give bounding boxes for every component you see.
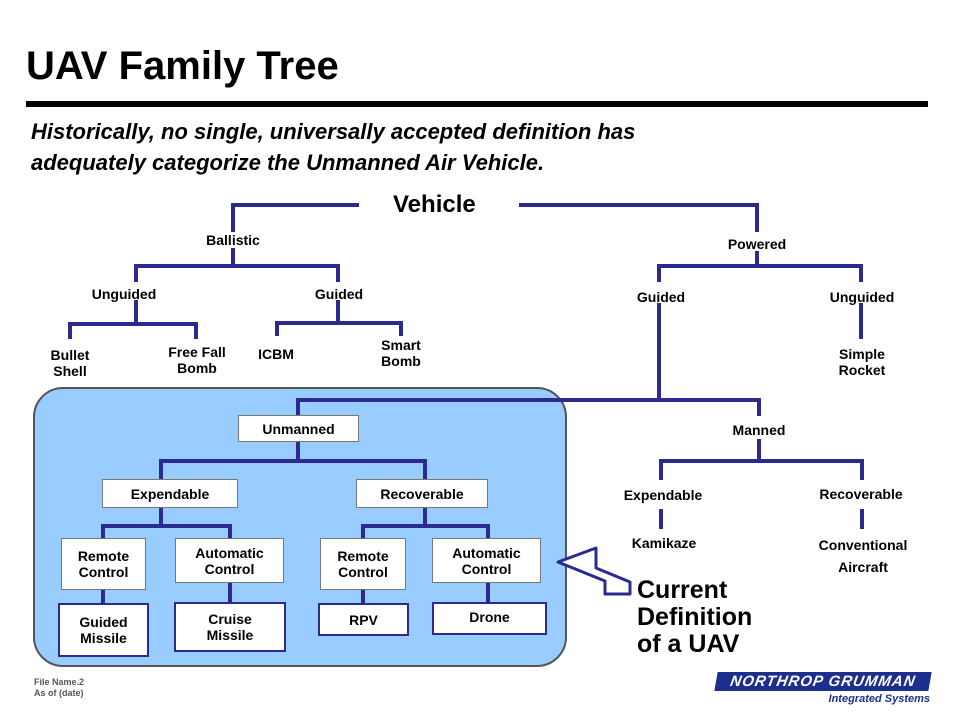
node-ballistic: Ballistic xyxy=(206,232,260,248)
ballistic-guided-connector xyxy=(275,300,403,336)
northrop-grumman-logo: NORTHROP GRUMMAN Integrated Systems xyxy=(714,672,932,710)
ballistic-unguided-connector xyxy=(68,300,198,339)
node-conventional-aircraft: Conventional Aircraft xyxy=(819,534,908,578)
logo-name: NORTHROP GRUMMAN xyxy=(714,672,932,691)
node-cruise-missile: Cruise Missile xyxy=(174,602,286,652)
conventional-aircraft-line-2: Aircraft xyxy=(838,559,888,575)
rec-automatic-control-line-2: Control xyxy=(461,560,512,577)
subtitle-line-1: Historically, no single, universally acc… xyxy=(31,119,636,144)
conventional-aircraft-line-1: Conventional xyxy=(818,537,908,553)
page-title: UAV Family Tree xyxy=(26,44,339,88)
exp-remote-control-line-1: Remote xyxy=(77,548,130,564)
node-unmanned-recoverable: Recoverable xyxy=(356,479,488,508)
footer: File Name.2 As of (date) xyxy=(34,677,84,699)
rec-automatic-control-line-1: Automatic xyxy=(452,544,521,561)
guided-missile-line-1: Guided xyxy=(79,614,128,630)
node-exp-automatic-control: Automatic Control xyxy=(175,538,284,583)
node-drone: Drone xyxy=(432,602,547,635)
exp-automatic-control-line-2: Control xyxy=(204,560,255,577)
subtitle: Historically, no single, universally acc… xyxy=(31,116,931,178)
simple-rocket-line-1: Simple xyxy=(839,346,885,362)
callout-current-definition: Current Definition of a UAV xyxy=(637,577,752,658)
bullet-shell-line-2: Shell xyxy=(53,363,87,379)
node-rec-automatic-control: Automatic Control xyxy=(432,538,541,583)
logo-division: Integrated Systems xyxy=(828,693,930,705)
callout-line-1: Current xyxy=(637,576,728,604)
simple-rocket-line-2: Rocket xyxy=(838,362,886,378)
manned-connector xyxy=(659,439,864,480)
guided-missile-line-2: Missile xyxy=(80,630,127,646)
node-powered: Powered xyxy=(727,236,787,252)
node-ballistic-unguided: Unguided xyxy=(91,286,157,302)
vehicle-connector-left xyxy=(231,203,359,232)
node-free-fall-bomb: Free Fall Bomb xyxy=(168,344,226,376)
node-rpv: RPV xyxy=(318,603,409,636)
exp-automatic-control-line-1: Automatic xyxy=(195,544,264,561)
free-fall-bomb-line-2: Bomb xyxy=(177,360,217,376)
smart-bomb-line-2: Bomb xyxy=(381,353,421,369)
unmanned-expendable-connector xyxy=(101,505,232,539)
callout-line-2: Definition xyxy=(637,603,753,631)
node-unmanned: Unmanned xyxy=(238,415,359,442)
powered-connector xyxy=(657,251,863,282)
cruise-missile-line-1: Cruise xyxy=(208,611,252,627)
exp-remote-control-line-2: Control xyxy=(78,564,129,580)
rec-remote-control-line-1: Remote xyxy=(337,548,389,564)
smart-bomb-line-1: Smart xyxy=(381,337,421,353)
node-manned-expendable: Expendable xyxy=(623,487,703,503)
unmanned-recoverable-connector xyxy=(361,505,490,539)
node-powered-guided: Guided xyxy=(636,289,686,305)
title-rule xyxy=(26,101,928,107)
node-powered-unguided: Unguided xyxy=(829,289,895,305)
node-vehicle: Vehicle xyxy=(393,191,476,218)
node-simple-rocket: Simple Rocket xyxy=(839,346,886,378)
unmanned-connector xyxy=(159,439,427,480)
rec-remote-control-line-2: Control xyxy=(338,564,388,580)
node-rec-remote-control: Remote Control xyxy=(320,538,406,590)
footer-file-name: File Name.2 xyxy=(34,677,85,687)
node-manned: Manned xyxy=(732,422,786,438)
node-exp-remote-control: Remote Control xyxy=(61,538,146,590)
node-manned-recoverable: Recoverable xyxy=(819,486,903,502)
node-smart-bomb: Smart Bomb xyxy=(381,337,421,369)
node-ballistic-guided: Guided xyxy=(314,286,364,302)
node-icbm: ICBM xyxy=(258,346,294,362)
callout-line-3: of a UAV xyxy=(637,630,740,658)
footer-as-of: As of (date) xyxy=(34,688,84,698)
node-guided-missile: Guided Missile xyxy=(58,603,149,657)
powered-guided-connector xyxy=(296,303,761,416)
node-unmanned-expendable: Expendable xyxy=(102,479,238,508)
node-bullet-shell: Bullet Shell xyxy=(51,347,90,379)
vehicle-connector-right xyxy=(519,203,759,232)
callout-arrow xyxy=(556,546,632,596)
bullet-shell-line-1: Bullet xyxy=(50,347,90,363)
node-kamikaze: Kamikaze xyxy=(631,535,697,551)
ballistic-connector xyxy=(134,248,340,282)
cruise-missile-line-2: Missile xyxy=(206,627,254,643)
free-fall-bomb-line-1: Free Fall xyxy=(168,344,226,360)
subtitle-line-2: adequately categorize the Unmanned Air V… xyxy=(31,150,545,175)
